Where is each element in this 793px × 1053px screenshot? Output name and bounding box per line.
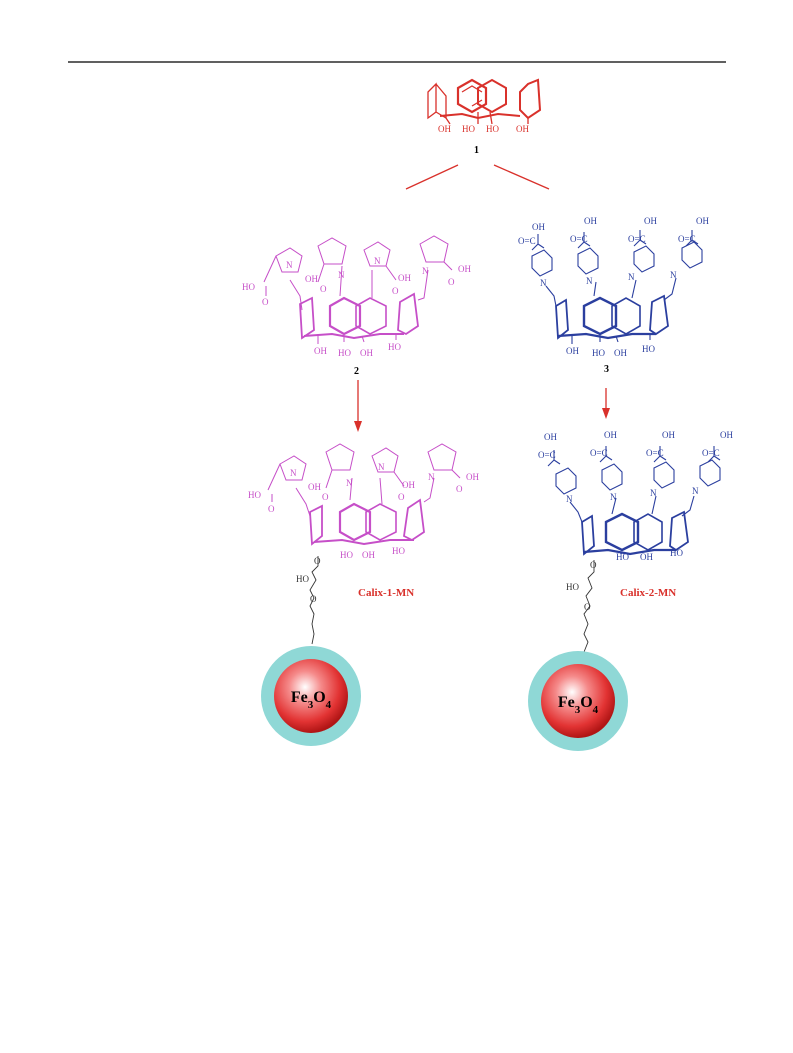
mn2-acid-oc-2: O=C — [590, 448, 608, 458]
compound-2-label: 2 — [354, 366, 359, 377]
c3-oh-4: HO — [642, 344, 655, 354]
mn2-acid-oh-4: OH — [720, 430, 733, 440]
calix-2-mn-label: Calix-2-MN — [620, 587, 676, 599]
c3-acid-oc-3: O=C — [628, 234, 646, 244]
mn2-linker-o-1: O — [590, 560, 597, 570]
c2-acid-o-4: O — [448, 277, 455, 287]
mn2-n-4: N — [692, 486, 699, 496]
mn2-nanoparticle — [528, 651, 628, 751]
mn1-acid-oh-3: OH — [466, 472, 479, 482]
mn1-acid-o-3: O — [398, 492, 405, 502]
c2-acid-oh-3: OH — [458, 264, 471, 274]
mn1-oh-2: OH — [362, 550, 375, 560]
mn1-acid-ho: HO — [248, 490, 261, 500]
c3-acid-oh-1: OH — [532, 222, 545, 232]
compound-3-structure — [531, 230, 703, 344]
mn1-core-label: Fe3O4 — [291, 689, 332, 711]
c2-oh-2: HO — [338, 348, 351, 358]
c3-acid-oh-3: OH — [644, 216, 657, 226]
mn2-oh-2: OH — [640, 552, 653, 562]
arrow-1-to-2 — [405, 164, 459, 190]
compound-1-structure — [427, 78, 542, 125]
mn2-acid-oh-1: OH — [544, 432, 557, 442]
mn2-oh-3: HO — [670, 548, 683, 558]
c3-oh-3: OH — [614, 348, 627, 358]
c3-n-2: N — [586, 276, 593, 286]
mn1-nanoparticle — [261, 646, 361, 746]
mn2-n-1: N — [566, 494, 573, 504]
mn2-acid-oc-4: O=C — [702, 448, 720, 458]
compound-3-label: 3 — [604, 364, 609, 375]
calix-2-mn-structure — [547, 446, 721, 556]
arrow-1-to-3 — [493, 164, 550, 190]
mn2-core-label: Fe3O4 — [558, 694, 599, 716]
arrow-2-to-mn1 — [354, 380, 362, 432]
c2-oh-1: OH — [314, 346, 327, 356]
c3-n-1: N — [540, 278, 547, 288]
mn1-linker — [309, 556, 319, 645]
mn1-n-3: N — [378, 462, 385, 472]
mn2-linker-ho: HO — [566, 582, 579, 592]
mn1-acid-oh-2: OH — [402, 480, 415, 490]
c1-oh-4: OH — [516, 124, 529, 134]
arrow-3-to-mn2 — [602, 388, 610, 419]
c2-acid-oh-1: OH — [305, 274, 318, 284]
mn1-n-1: N — [290, 468, 297, 478]
mn2-acid-oc-1: O=C — [538, 450, 556, 460]
c1-oh-2: HO — [462, 124, 475, 134]
calix-1-mn-structure — [267, 443, 461, 546]
c3-n-3: N — [628, 272, 635, 282]
mn1-linker-o-2: O — [310, 594, 317, 604]
mn1-n-2: N — [346, 478, 353, 488]
mn1-oh-1: HO — [340, 550, 353, 560]
c2-n-4: N — [422, 266, 429, 276]
c2-acid-o-3: O — [392, 286, 399, 296]
c2-oh-4: HO — [388, 342, 401, 352]
mn1-acid-o-4: O — [456, 484, 463, 494]
c2-n-3: N — [374, 256, 381, 266]
mn2-n-2: N — [610, 492, 617, 502]
c2-n-1: N — [286, 260, 293, 270]
c2-acid-ho: HO — [242, 282, 255, 292]
mn1-linker-ho: HO — [296, 574, 309, 584]
c3-oh-1: OH — [566, 346, 579, 356]
mn1-acid-oh-1: OH — [308, 482, 321, 492]
calix-1-mn-label: Calix-1-MN — [358, 587, 414, 599]
c2-acid-oh-2: OH — [398, 273, 411, 283]
mn2-linker-o-2: O — [584, 602, 591, 612]
mn2-acid-oc-3: O=C — [646, 448, 664, 458]
mn2-oh-1: HO — [616, 552, 629, 562]
compound-2-structure — [263, 235, 453, 344]
mn1-acid-o-1: O — [268, 504, 275, 514]
c2-n-2: N — [338, 270, 345, 280]
mn1-acid-o-2: O — [322, 492, 329, 502]
c3-oh-2: HO — [592, 348, 605, 358]
compound-1-label: 1 — [474, 145, 479, 156]
c1-oh-1: OH — [438, 124, 451, 134]
c3-acid-oh-4: OH — [696, 216, 709, 226]
c2-acid-o-2: O — [320, 284, 327, 294]
mn2-acid-oh-2: OH — [604, 430, 617, 440]
c3-acid-oc-2: O=C — [570, 234, 588, 244]
mn1-linker-o-1: O — [314, 556, 321, 566]
mn2-acid-oh-3: OH — [662, 430, 675, 440]
mn1-n-4: N — [428, 472, 435, 482]
c1-oh-3: HO — [486, 124, 499, 134]
mn2-linker — [583, 560, 595, 653]
c2-oh-3: OH — [360, 348, 373, 358]
mn1-oh-3: HO — [392, 546, 405, 556]
c2-acid-o-1: O — [262, 297, 269, 307]
mn2-n-3: N — [650, 488, 657, 498]
c3-acid-oc-1: O=C — [518, 236, 536, 246]
c3-n-4: N — [670, 270, 677, 280]
c3-acid-oh-2: OH — [584, 216, 597, 226]
c3-acid-oc-4: O=C — [678, 234, 696, 244]
